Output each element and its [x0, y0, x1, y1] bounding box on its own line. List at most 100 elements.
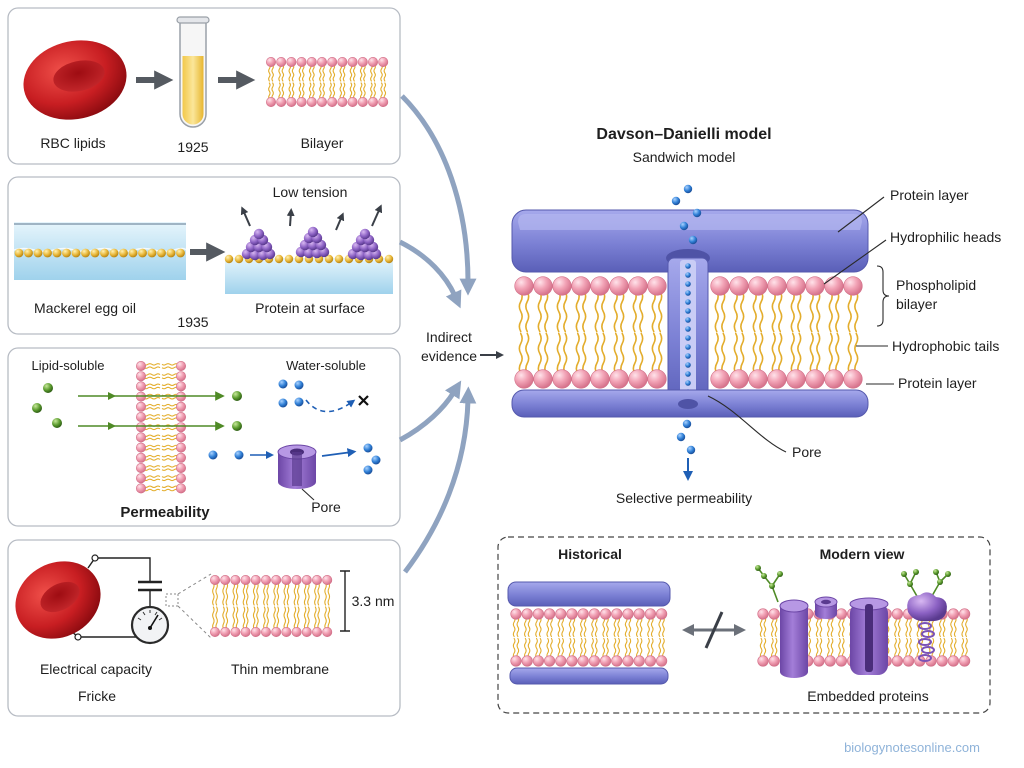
- lipid-tail: [953, 616, 957, 638]
- lipid-tail: [518, 332, 523, 375]
- lipid-tail: [317, 606, 320, 630]
- lipid-head: [357, 97, 368, 108]
- lipid-tail: [797, 332, 802, 375]
- lipid-tail: [828, 290, 833, 333]
- lipid-tail: [854, 290, 859, 333]
- lipid-tail: [161, 447, 179, 451]
- lipid-head: [240, 626, 251, 637]
- glycan-icon: [755, 565, 783, 603]
- lipid-tail: [161, 488, 179, 492]
- protein-slab: [509, 667, 669, 685]
- curved-arrow-icon: [403, 386, 477, 574]
- oil-molecule: [81, 248, 90, 258]
- lipid-tail: [591, 637, 594, 659]
- lipid-tail: [245, 606, 249, 630]
- oil-molecule: [128, 248, 138, 258]
- rbc-dimple: [40, 581, 80, 613]
- lipid-tail: [161, 373, 179, 376]
- lipid-tail: [961, 616, 965, 638]
- lipid-tail: [953, 637, 957, 659]
- lipid-tail: [639, 616, 643, 638]
- davson-danielli-model: Davson–Danielli model Sandwich model: [511, 126, 1001, 506]
- lipid-tail: [550, 637, 553, 659]
- lipid-tail: [273, 582, 276, 606]
- blue-ion: [682, 419, 692, 429]
- protein-cluster: [295, 226, 330, 259]
- label-selective-permeability: Selective permeability: [616, 490, 752, 506]
- lipid-tail: [293, 606, 297, 630]
- lipid-tail: [303, 606, 307, 630]
- lipid-head: [958, 608, 971, 620]
- lipid-tail: [617, 616, 620, 638]
- lipid-tail: [790, 332, 795, 375]
- lipid-tail: [324, 582, 327, 606]
- lipid-tail: [352, 64, 356, 82]
- lipid-tail: [662, 616, 665, 638]
- lipid-head: [265, 56, 276, 67]
- lipid-head: [176, 462, 187, 473]
- oil-molecule: [52, 248, 62, 258]
- lipid-head: [322, 626, 333, 637]
- lipid-tail: [312, 82, 315, 100]
- lipid-tail: [602, 637, 606, 659]
- lipid-tail: [143, 414, 161, 417]
- lipid-head: [337, 97, 348, 108]
- blue-ion: [685, 380, 691, 386]
- lipid-tail: [373, 82, 376, 100]
- lipid-head: [655, 655, 668, 667]
- sugar-unit: [945, 571, 951, 577]
- watermark: biologynotesonline.com: [844, 740, 980, 755]
- lipid-tail: [897, 637, 901, 659]
- lipid-tail: [658, 332, 663, 375]
- lipid-tail: [291, 82, 295, 100]
- lipid-tail: [841, 616, 845, 638]
- lipid-tail: [161, 444, 179, 448]
- lipid-head: [577, 608, 589, 620]
- lipid-tail: [352, 82, 356, 100]
- lipid-tail: [828, 332, 833, 375]
- lipid-head: [824, 655, 836, 667]
- lipid-tail: [161, 366, 179, 369]
- oil-molecule: [43, 248, 52, 258]
- lipid-head: [136, 442, 147, 453]
- lipid-tail: [602, 616, 606, 638]
- lipid-tail: [537, 290, 542, 333]
- sugar-unit: [769, 583, 775, 589]
- lipid-bilayer-right: [710, 276, 863, 389]
- lipid-tail: [143, 468, 161, 471]
- lipid-tail: [759, 616, 763, 638]
- lipid-tail: [143, 434, 161, 438]
- lipid-tail: [752, 332, 757, 375]
- meter-face: [130, 605, 170, 645]
- lipid-tail: [740, 332, 745, 375]
- lipid-head: [176, 411, 187, 422]
- oil-molecule: [284, 254, 294, 264]
- lipid-tail: [512, 616, 516, 638]
- lipid-head: [210, 626, 221, 637]
- lipid-tail: [557, 637, 561, 659]
- lipid-head: [136, 452, 147, 463]
- blue-molecule: [294, 397, 304, 407]
- lipid-tail: [161, 478, 179, 482]
- lipid-tails: [268, 64, 387, 100]
- lipid-tail: [308, 64, 312, 82]
- blue-ion: [685, 335, 691, 341]
- lipid-tail: [620, 332, 625, 375]
- lipid-tail: [965, 637, 968, 659]
- lipid-tail: [380, 64, 383, 82]
- lipid-tail: [815, 637, 819, 659]
- label-pore: Pore: [792, 444, 822, 460]
- lipid-tail: [307, 582, 310, 606]
- lipid-head: [250, 574, 261, 585]
- lipid-head: [786, 369, 806, 389]
- lipid-tails: [512, 616, 665, 659]
- label-protein-at-surface: Protein at surface: [255, 300, 365, 316]
- lipid-tail: [524, 637, 527, 659]
- lipid-head: [628, 276, 648, 296]
- lipid-head: [532, 608, 545, 620]
- lipid-head: [891, 608, 904, 620]
- lipid-head: [891, 655, 904, 667]
- label-bilayer: Bilayer: [301, 135, 344, 151]
- lipid-head: [316, 97, 327, 108]
- sugar-unit: [777, 571, 783, 577]
